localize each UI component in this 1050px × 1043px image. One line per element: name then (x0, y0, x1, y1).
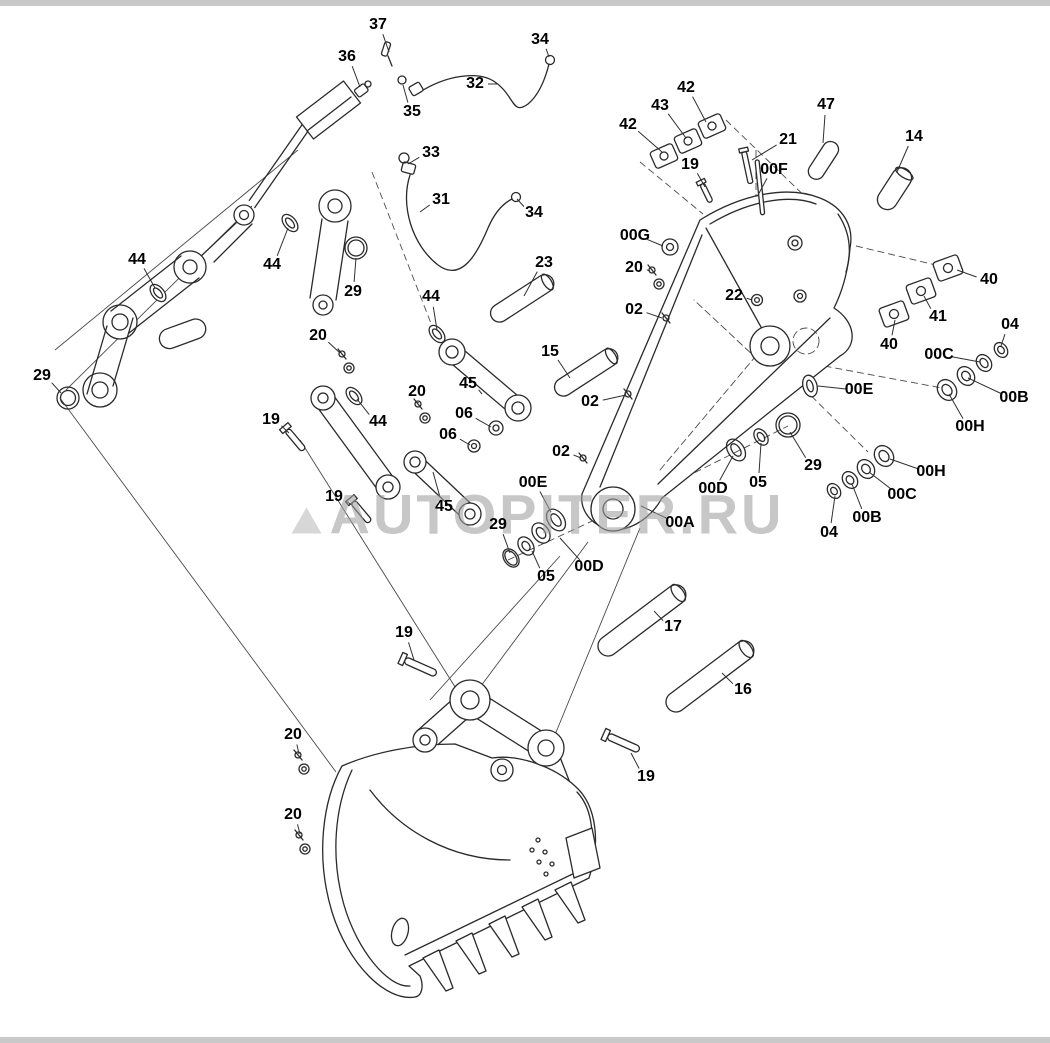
part-label-23: 23 (535, 254, 553, 271)
part-label-42: 42 (619, 116, 637, 133)
part-label-00g: 00G (619, 227, 651, 244)
part-label-00a: 00A (665, 514, 695, 531)
part-label-20: 20 (408, 383, 426, 400)
part-label-00b: 00B (852, 509, 882, 526)
arm (582, 192, 852, 531)
part-label-44: 44 (263, 256, 281, 273)
part-label-00h: 00H (955, 418, 985, 435)
leader-lines (52, 34, 1005, 834)
part-label-00d: 00D (574, 558, 604, 575)
part-label-00c: 00C (887, 486, 917, 503)
bottom-frame-bar (0, 1037, 1050, 1043)
part-label-15: 15 (541, 343, 559, 360)
part-label-00f: 00F (760, 161, 788, 178)
part-label-36: 36 (338, 48, 356, 65)
part-label-20: 20 (284, 726, 302, 743)
part-label-41: 41 (929, 308, 947, 325)
part-label-21: 21 (779, 131, 797, 148)
bucket (323, 680, 600, 997)
part-label-00b: 00B (999, 389, 1029, 406)
part-label-44: 44 (128, 251, 146, 268)
part-label-47: 47 (817, 96, 835, 113)
part-label-16: 16 (734, 681, 752, 698)
part-label-00h: 00H (916, 463, 946, 480)
part-label-22: 22 (725, 287, 743, 304)
part-label-02: 02 (552, 443, 570, 460)
part-label-43: 43 (651, 97, 669, 114)
bucket-links (404, 339, 531, 525)
part-label-20: 20 (625, 259, 643, 276)
watermark: AUTOPITER.RU (291, 482, 785, 547)
part-label-00e: 00E (844, 381, 874, 398)
part-label-14: 14 (905, 128, 923, 145)
part-label-44: 44 (369, 413, 387, 430)
part-label-33: 33 (422, 144, 440, 161)
part-label-37: 37 (369, 16, 387, 33)
part-label-29: 29 (33, 367, 51, 384)
idler-links (57, 190, 367, 409)
part-label-29: 29 (489, 516, 507, 533)
part-label-19: 19 (262, 411, 280, 428)
part-label-02: 02 (625, 301, 643, 318)
part-label-40: 40 (880, 336, 898, 353)
part-label-02: 02 (581, 393, 599, 410)
part-label-19: 19 (325, 488, 343, 505)
pins (280, 138, 916, 755)
part-label-06: 06 (439, 426, 457, 443)
part-label-19: 19 (681, 156, 699, 173)
part-label-20: 20 (284, 806, 302, 823)
part-label-06: 06 (455, 405, 473, 422)
watermark-triangle-icon (291, 507, 322, 534)
part-label-45: 45 (459, 375, 477, 392)
part-label-40: 40 (980, 271, 998, 288)
part-label-42: 42 (677, 79, 695, 96)
part-label-19: 19 (395, 624, 413, 641)
part-label-00d: 00D (698, 480, 728, 497)
part-label-34: 34 (525, 204, 543, 221)
part-label-31: 31 (432, 191, 450, 208)
bucket-cylinder (198, 41, 406, 262)
seal-rings (500, 340, 1011, 570)
part-label-05: 05 (749, 474, 767, 491)
part-label-04: 04 (820, 524, 838, 541)
shim-plates (649, 113, 963, 328)
watermark-text: AUTOPITER.RU (329, 482, 785, 546)
hoses (399, 56, 555, 271)
small-fasteners (294, 239, 763, 854)
part-label-04: 04 (1001, 316, 1019, 333)
part-label-17: 17 (664, 618, 682, 635)
part-label-45: 45 (435, 498, 453, 515)
part-label-05: 05 (537, 568, 555, 585)
part-label-20: 20 (309, 327, 327, 344)
part-label-00c: 00C (924, 346, 954, 363)
part-label-19: 19 (637, 768, 655, 785)
part-label-29: 29 (804, 457, 822, 474)
part-label-44: 44 (422, 288, 440, 305)
part-label-29: 29 (344, 283, 362, 300)
part-label-34: 34 (531, 31, 549, 48)
part-label-00e: 00E (518, 474, 548, 491)
top-frame-bar (0, 0, 1050, 6)
part-label-35: 35 (403, 103, 421, 120)
part-label-32: 32 (466, 75, 484, 92)
tipping-links (311, 322, 448, 499)
